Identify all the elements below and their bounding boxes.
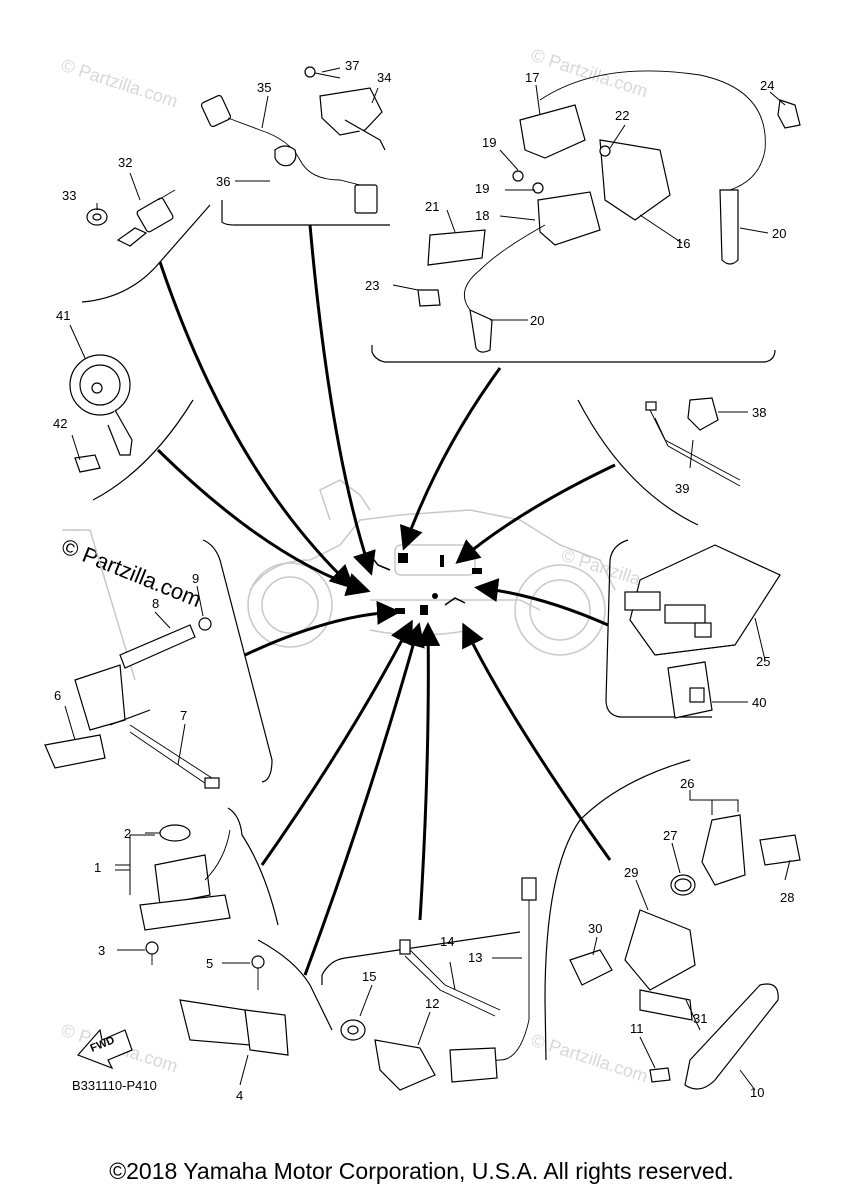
part-number-label: 42 [53,416,67,431]
part-number-label: 15 [362,969,376,984]
part-number-label: 19 [482,135,496,150]
leader-lines [64,67,791,1091]
part-number-label: 8 [152,596,159,611]
crank-sensor [139,824,231,965]
part-number-label: 25 [756,654,770,669]
part-number-label: 33 [62,188,76,203]
part-number-label: 41 [56,308,70,323]
part-number-label: 24 [760,78,774,93]
part-number-label: 29 [624,865,638,880]
part-number-label: 27 [663,828,677,843]
thermo-sensor-32 [86,189,176,247]
watermark: © Partzilla.com [59,55,181,112]
copyright-footer: ©2018 Yamaha Motor Corporation, U.S.A. A… [109,1158,734,1184]
sensor-lead-assembly [200,66,386,214]
gear-position-sensor [179,955,289,1056]
horn [69,354,133,473]
motorcycle-silhouette [247,479,616,656]
part-number-label: 39 [675,481,689,496]
callout-lines [156,224,616,976]
part-number-label: 37 [345,58,359,73]
speed-sensor-assembly [340,877,537,1091]
part-number-label: 20 [772,226,786,241]
part-number-label: 12 [425,996,439,1011]
part-number-label: 28 [780,890,794,905]
part-number-label: 17 [525,70,539,85]
relay [667,661,713,719]
part-number-label: 10 [750,1085,764,1100]
ignition-coil-assembly [417,70,801,353]
part-number-label: 36 [216,174,230,189]
part-number-label: 23 [365,278,379,293]
part-number-label: 9 [192,571,199,586]
part-number-label: 20 [530,313,544,328]
cam-sensor-assembly [569,814,801,1090]
part-number-label: 7 [180,708,187,723]
part-number-label: 14 [440,934,454,949]
part-number-label: 3 [98,943,105,958]
part-number-label: 6 [54,688,61,703]
part-number-label: 18 [475,208,489,223]
part-number-label: 21 [425,199,439,214]
part-number-label: 5 [206,956,213,971]
part-labels: 1 2 3 4 5 6 7 8 9 10 11 12 13 14 15 16 1… [53,58,794,1103]
part-number-label: 26 [680,776,694,791]
watermark: © Partzilla.com [529,45,651,102]
fwd-arrow-icon: FWD [76,1028,133,1070]
part-number-label: 34 [377,70,391,85]
part-number-label: 40 [752,695,766,710]
part-number-label: 19 [475,181,489,196]
watermark-prominent: © Partzilla.com [58,533,205,612]
part-number-label: 1 [94,860,101,875]
part-number-label: 2 [124,826,131,841]
part-number-label: 38 [752,405,766,420]
ecu [624,544,781,656]
part-number-label: 22 [615,108,629,123]
group-brackets [81,200,776,1061]
part-number-label: 31 [693,1011,707,1026]
part-number-label: 4 [236,1088,243,1103]
part-number-label: 35 [257,80,271,95]
location-markers [369,553,482,615]
watermark: © Partzilla.com [529,1030,651,1087]
part-number-label: 16 [676,236,690,251]
clamp-and-band [645,397,741,487]
diagram-code: B331110-P410 [72,1078,157,1093]
neutral-switch-assembly [44,529,220,789]
part-number-label: 11 [630,1021,644,1036]
part-number-label: 13 [468,950,482,965]
part-number-label: 30 [588,921,602,936]
part-number-label: 32 [118,155,132,170]
